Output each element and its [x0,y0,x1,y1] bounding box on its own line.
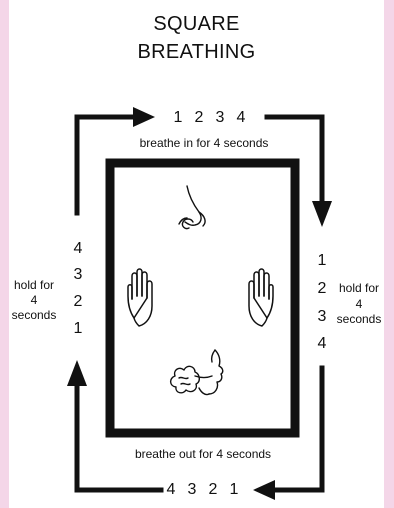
bottom-count-3: 3 [185,481,199,499]
bottom-caption: breathe out for 4 seconds [123,447,283,461]
left-hold-label-line-1: hold for [9,278,59,293]
top-left-arrowhead [133,107,155,127]
right-count-2: 2 [315,280,329,298]
left-hold-label-line-2: 4 [9,293,59,308]
exhale-breath-icon [171,350,223,395]
right-hold-label-line-3: seconds [334,312,384,327]
right-hand-icon [249,269,273,326]
left-hand-icon [128,269,152,326]
right-hold-label-line-1: hold for [334,281,384,296]
breathing-diagram: SQUARE BREATHING [9,0,384,508]
top-count-4: 4 [234,109,248,127]
top-count-3: 3 [213,109,227,127]
right-count-4: 4 [315,335,329,353]
right-hold-label-line-2: 4 [334,297,384,312]
left-count-1: 1 [71,320,85,338]
top-count-1: 1 [171,109,185,127]
bottom-count-1: 1 [227,481,241,499]
right-count-3: 3 [315,308,329,326]
nose-icon [179,186,205,229]
top-caption: breathe in for 4 seconds [129,136,279,150]
left-count-4: 4 [71,240,85,258]
top-right-arrowhead [312,201,332,227]
bottom-right-arrowhead [253,480,275,500]
right-count-1: 1 [315,252,329,270]
bottom-left-arrowhead [67,360,87,386]
left-count-2: 2 [71,293,85,311]
top-count-2: 2 [192,109,206,127]
left-count-3: 3 [71,266,85,284]
bottom-count-4: 4 [164,481,178,499]
bottom-count-2: 2 [206,481,220,499]
left-hold-label-line-3: seconds [9,308,59,323]
